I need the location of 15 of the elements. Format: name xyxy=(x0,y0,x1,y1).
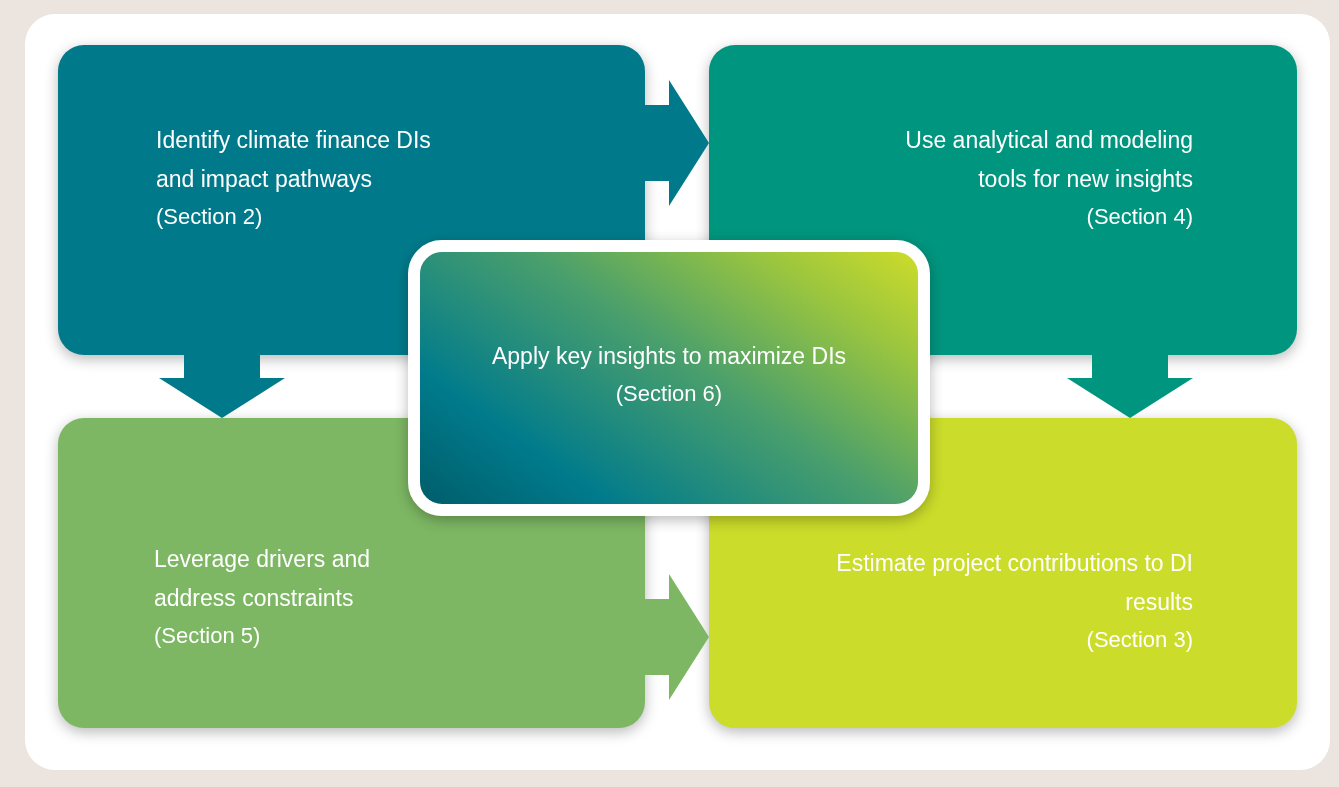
step-title: Estimate project contributions to DI results xyxy=(835,549,1193,617)
section-reference: (Section 5) xyxy=(154,622,261,650)
block-arrow xyxy=(1067,355,1193,418)
block-arrow xyxy=(645,80,709,206)
section-reference: (Section 4) xyxy=(1086,203,1193,231)
central-box xyxy=(408,240,930,516)
step-title: Use analytical and modeling tools for new insights xyxy=(904,126,1193,194)
step-title: Apply key insights to maximize DIs xyxy=(491,341,847,371)
block-arrow xyxy=(159,355,285,418)
section-reference: (Section 3) xyxy=(1086,626,1193,654)
block-arrow xyxy=(645,574,709,700)
section-reference: (Section 2) xyxy=(156,203,263,231)
step-title: Leverage drivers and address constraints xyxy=(154,545,372,613)
step-title: Identify climate finance DIs and impact pathways xyxy=(156,126,432,194)
section-reference: (Section 6) xyxy=(615,379,723,408)
